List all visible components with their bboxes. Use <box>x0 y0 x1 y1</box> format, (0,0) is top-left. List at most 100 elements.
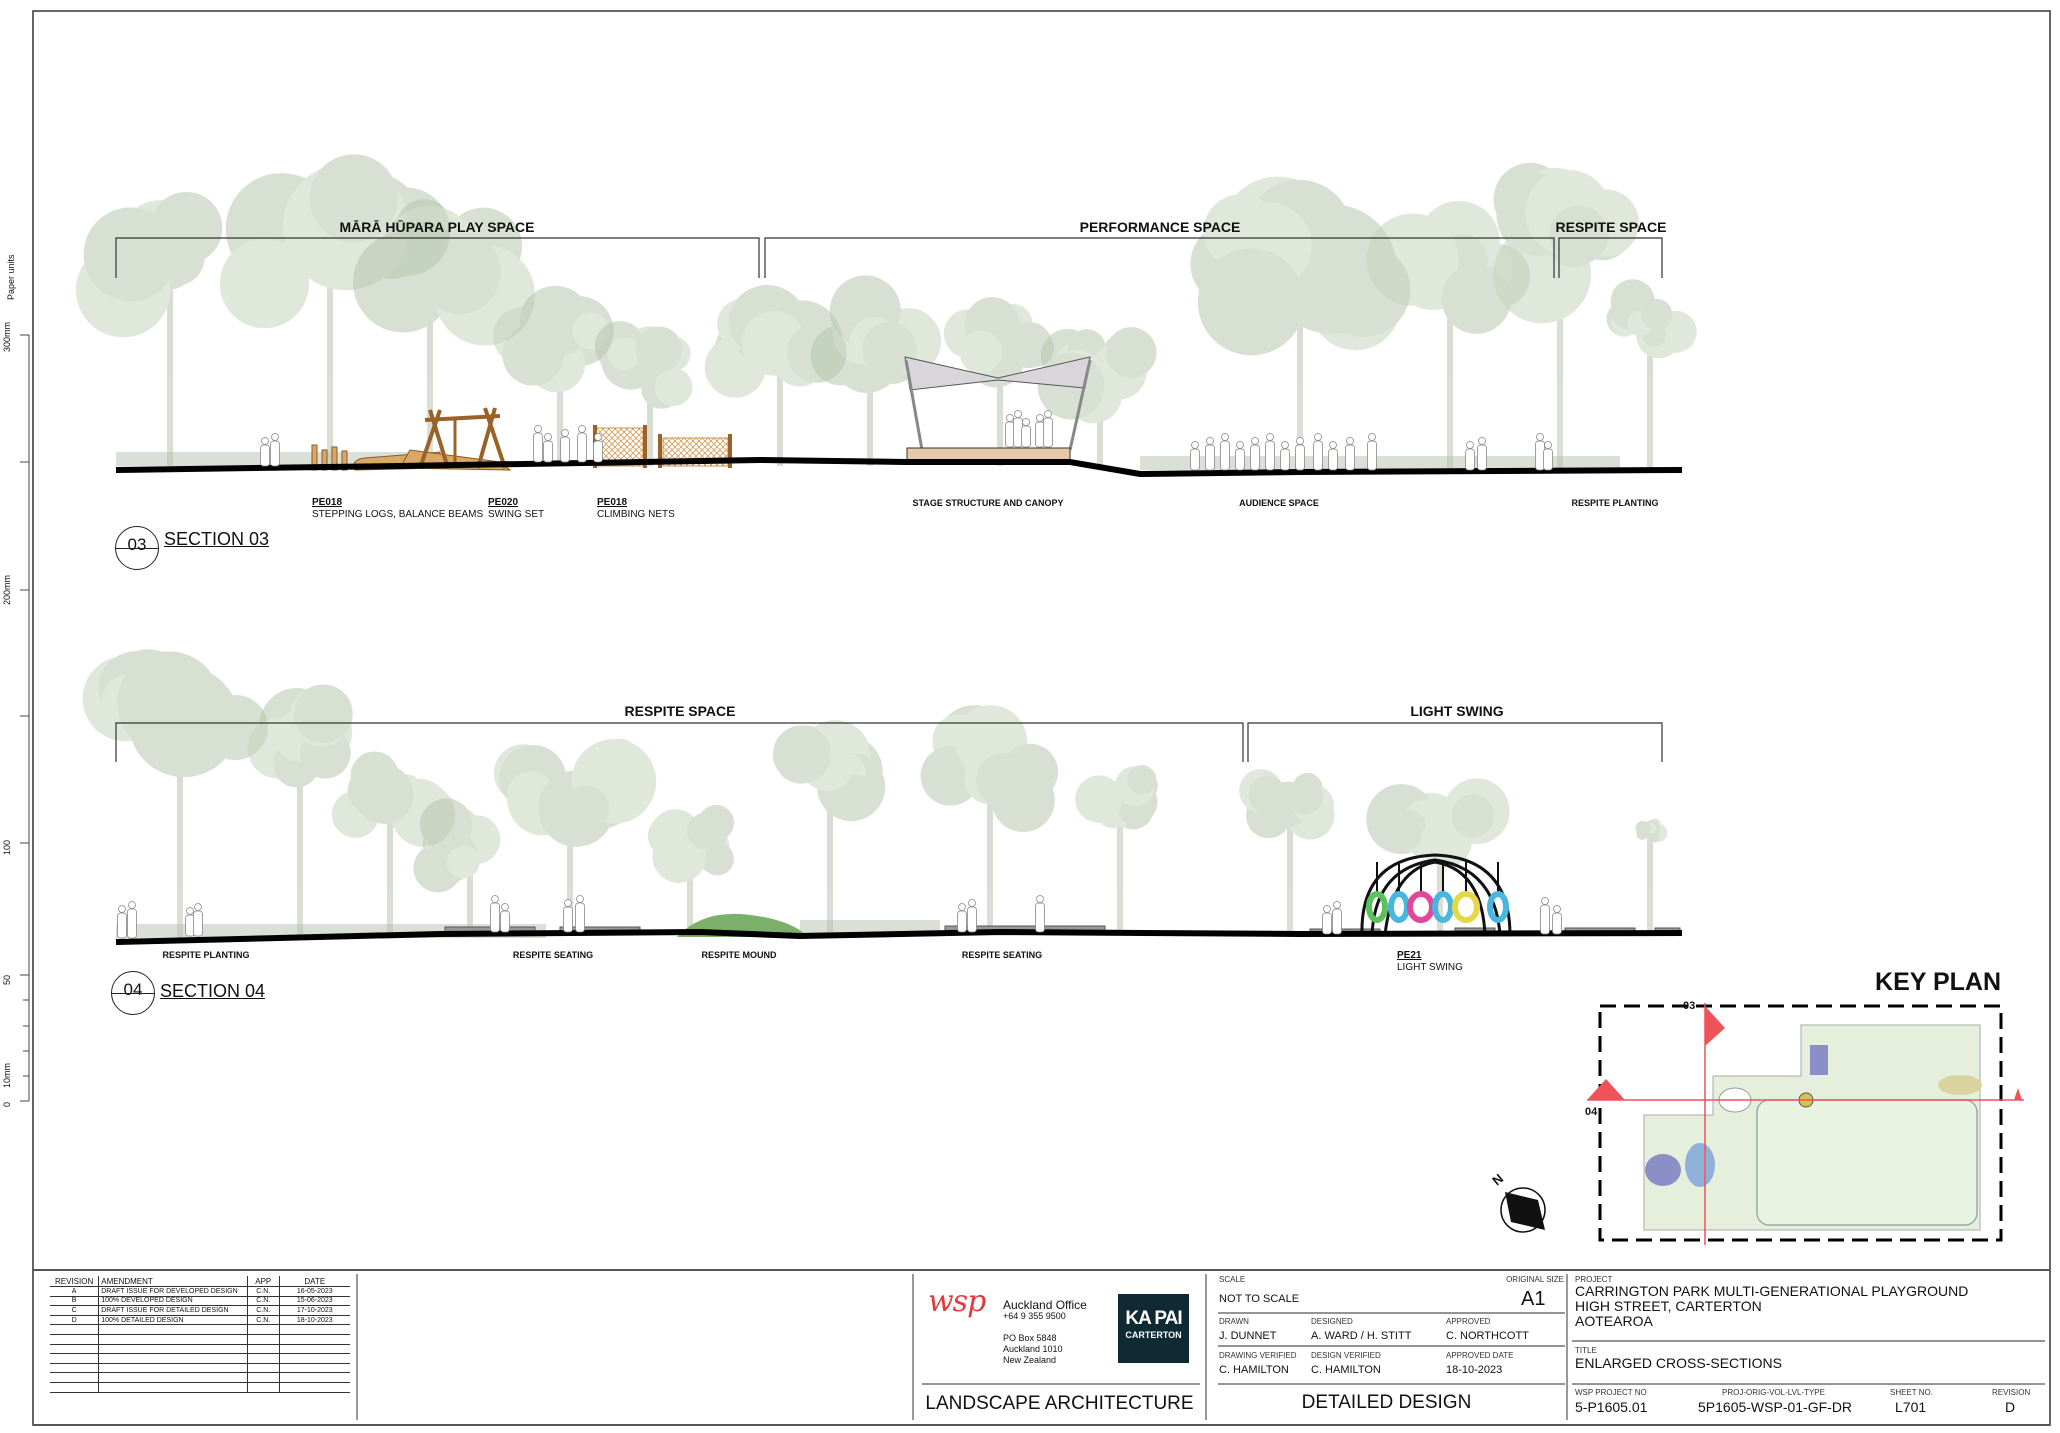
revision-cell <box>246 1363 280 1374</box>
person-silhouette <box>593 433 603 463</box>
section-03-zone-brackets <box>115 237 1663 278</box>
project-line: AOTEAROA <box>1575 1313 1653 1329</box>
revision-cell <box>278 1353 350 1364</box>
person-silhouette <box>127 901 137 939</box>
address-line: Auckland 1010 <box>1003 1344 1063 1354</box>
revision-cell <box>246 1324 280 1335</box>
swing-ring <box>1487 891 1509 923</box>
swing-ring <box>1366 891 1388 923</box>
person-silhouette <box>543 433 553 463</box>
original-size-value: A1 <box>1521 1288 1546 1310</box>
person-silhouette <box>260 437 270 467</box>
revision-cell <box>278 1324 350 1335</box>
person-silhouette <box>1313 433 1323 471</box>
item-code: PE020 <box>488 497 519 508</box>
revision-cell: C.N. <box>246 1296 280 1307</box>
person-silhouette <box>1477 437 1487 471</box>
revision-cell: 100% DETAILED DESIGN <box>98 1315 248 1326</box>
revision-cell: APP <box>246 1276 280 1287</box>
tree <box>1239 768 1335 934</box>
person-silhouette <box>1250 437 1260 471</box>
tree <box>1037 327 1157 466</box>
swing-set <box>418 407 507 469</box>
ka-pai-carterton-logo: KA PAI CARTERTON <box>1118 1294 1189 1363</box>
revision-row <box>50 1344 350 1355</box>
planting <box>800 920 940 934</box>
label-respite-seating: RESPITE SEATING <box>961 950 1043 960</box>
project-line: CARRINGTON PARK MULTI-GENERATIONAL PLAYG… <box>1575 1283 1969 1299</box>
approved-date-value: 18-10-2023 <box>1446 1364 1503 1376</box>
tree <box>82 649 269 940</box>
person-silhouette <box>193 903 203 937</box>
tree <box>594 321 693 466</box>
tree <box>493 738 657 934</box>
revision-cell <box>50 1363 99 1374</box>
approved-date-label: APPROVED DATE <box>1446 1351 1514 1360</box>
scale-tick-100: 100 <box>2 839 12 855</box>
swing-ring <box>1432 891 1454 923</box>
revision-cell <box>278 1382 350 1393</box>
person-silhouette <box>1205 437 1215 471</box>
revision-label: REVISION <box>1992 1388 2031 1397</box>
person-silhouette <box>1005 414 1015 448</box>
label-respite-planting: RESPITE PLANTING <box>162 950 250 960</box>
person-silhouette <box>1540 897 1550 935</box>
revision-row <box>50 1372 350 1383</box>
revision-cell <box>98 1324 248 1335</box>
background-trees <box>75 154 1697 940</box>
sheet-no-label: SHEET NO. <box>1890 1388 1933 1397</box>
drawn-value: J. DUNNET <box>1219 1330 1277 1342</box>
revision-cell: REVISION <box>50 1276 99 1287</box>
revision-cell <box>246 1353 280 1364</box>
tree <box>943 297 1055 466</box>
drawing-title: ENLARGED CROSS-SECTIONS <box>1575 1355 1782 1371</box>
design-verified-value: C. HAMILTON <box>1311 1364 1381 1376</box>
tree <box>1493 162 1640 470</box>
section-number: 03 <box>127 535 147 554</box>
revision-cell: C.N. <box>246 1305 280 1316</box>
key-plan-marker-04: 04 <box>1585 1106 1598 1118</box>
tree <box>1635 818 1668 934</box>
scale-value: NOT TO SCALE <box>1219 1293 1300 1305</box>
address-line: PO Box 5848 <box>1003 1333 1057 1343</box>
people-silhouettes <box>117 410 1562 939</box>
logo-text: KA PAI <box>1125 1308 1182 1329</box>
revision-cell <box>246 1382 280 1393</box>
tree <box>1075 765 1158 933</box>
tree <box>247 684 353 940</box>
revision-cell <box>50 1334 99 1345</box>
revision-row <box>50 1353 350 1364</box>
title-block-grid <box>33 1274 2050 1426</box>
label-stage: STAGE STRUCTURE AND CANOPY <box>912 498 1064 508</box>
scale-tick-50: 50 <box>2 974 12 985</box>
tree <box>772 720 886 933</box>
person-silhouette <box>957 903 967 933</box>
item-label: STEPPING LOGS, BALANCE BEAMS <box>312 509 484 520</box>
label-respite-seating: RESPITE SEATING <box>512 950 594 960</box>
office-name: Auckland Office <box>1003 1298 1087 1312</box>
light-swing-rings <box>1366 862 1509 923</box>
person-silhouette <box>1543 441 1553 471</box>
logo-text: CARTERTON <box>1125 1330 1182 1340</box>
revision-cell <box>98 1353 248 1364</box>
section-04-zone-brackets <box>115 722 1663 762</box>
key-plan-title: KEY PLAN <box>1875 968 2001 996</box>
label-respite-mound: RESPITE MOUND <box>701 950 777 960</box>
revision-cell: DATE <box>278 1276 350 1287</box>
title-label: TITLE <box>1575 1346 1597 1355</box>
person-silhouette <box>1035 895 1045 933</box>
item-label: SWING SET <box>488 509 545 520</box>
swing-ring <box>1407 891 1435 923</box>
revision-cell <box>278 1344 350 1355</box>
section-04-marker: 04 <box>111 971 155 1015</box>
revision-cell: AMENDMENT <box>98 1276 248 1287</box>
person-silhouette <box>577 425 587 463</box>
revision-cell <box>98 1372 248 1383</box>
label-audience: AUDIENCE SPACE <box>1239 498 1319 508</box>
section-03-title: SECTION 03 <box>164 529 270 549</box>
person-silhouette <box>1367 433 1377 471</box>
